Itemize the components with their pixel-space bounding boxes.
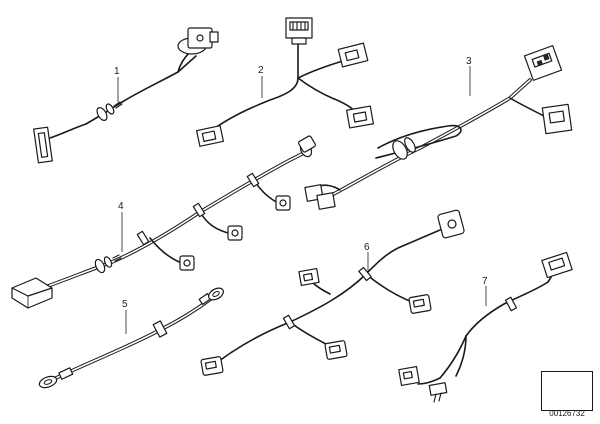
harness-7 [398,251,573,403]
harness-4 [11,135,316,309]
harness-6 [200,209,465,376]
label-4: 4 [118,201,124,212]
reference-code: 00126732 [549,409,585,418]
reference-box [541,371,593,411]
harness-1 [33,27,219,164]
label-1: 1 [114,66,120,77]
label-3: 3 [466,56,472,67]
label-7: 7 [482,276,488,287]
harness-5 [38,287,224,389]
label-2: 2 [258,65,264,76]
label-5: 5 [122,299,128,310]
harness-2 [195,17,374,147]
label-6: 6 [364,242,370,253]
harness-3 [304,45,573,210]
